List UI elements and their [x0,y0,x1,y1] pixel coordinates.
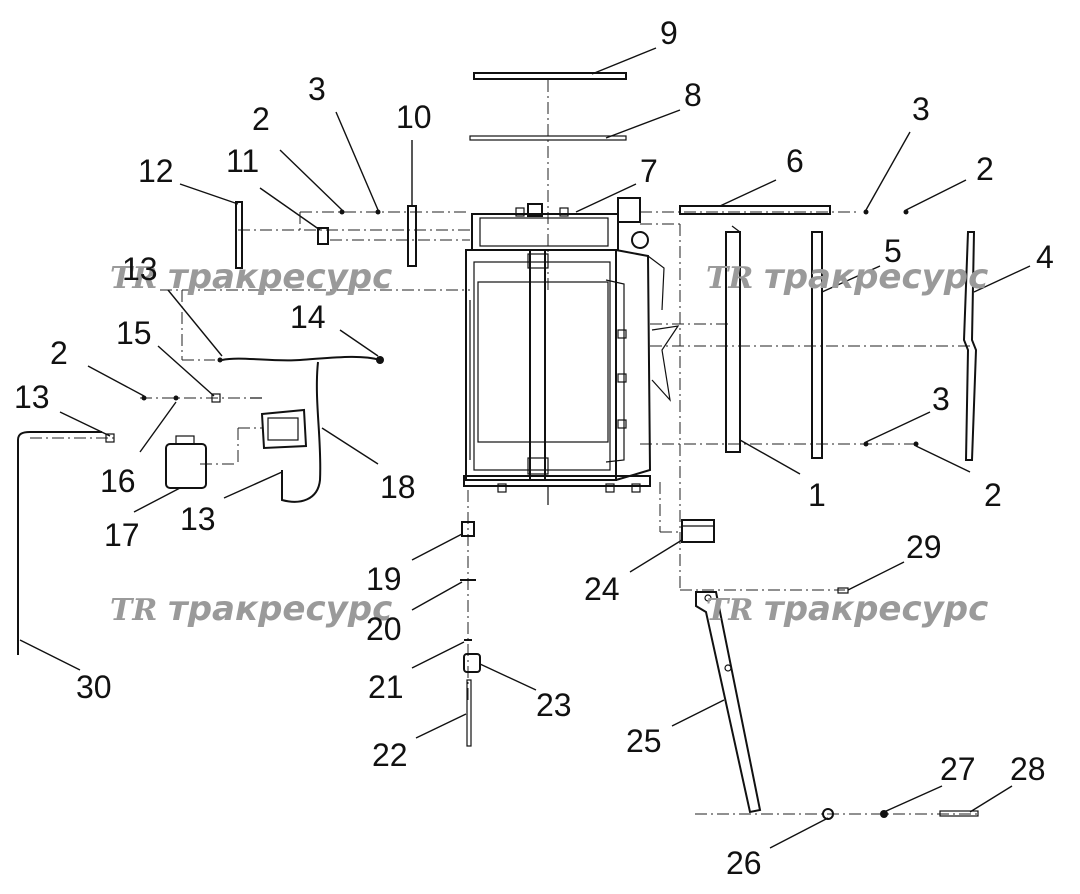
callout-19: 19 [366,561,402,597]
watermark-text: тракресурс [168,589,392,629]
watermark-logo: TR [110,261,157,296]
center-lines [30,80,978,815]
callout-20: 20 [366,611,402,647]
callout-12: 12 [138,153,174,189]
callout-13: 13 [122,251,158,287]
callout-2: 2 [976,151,994,187]
callout-28: 28 [1010,751,1046,787]
part-12-handle [235,201,243,269]
callout-21: 21 [368,669,404,705]
callout-2: 2 [50,335,68,371]
part-29-bolt [837,587,849,594]
watermark-logo: TR [706,593,753,628]
callout-17: 17 [104,517,140,553]
part-6-bracket [679,205,831,215]
callout-15: 15 [116,315,152,351]
radiator-body [463,197,680,505]
callout-7: 7 [640,153,658,189]
watermark-text: тракресурс [764,589,988,629]
callout-27: 27 [940,751,976,787]
part-1-side-plate [725,225,741,453]
part-14-18-hoses [211,355,384,503]
part-24-block [681,519,715,543]
callout-3: 3 [932,381,950,417]
part-17-expansion-tank [165,435,207,489]
tank-bracket [260,408,308,450]
callout-22: 22 [372,737,408,773]
watermark-logo: TR [706,261,753,296]
part-11-block [317,227,329,245]
callout-9: 9 [660,15,678,51]
callout-1: 1 [808,477,826,513]
callout-labels: 9 8 3 2 10 11 12 7 6 3 2 5 4 13 14 15 2 … [14,15,1054,881]
callout-3: 3 [912,91,930,127]
part-8-seal-strip [469,135,627,141]
callout-24: 24 [584,571,620,607]
callout-11: 11 [226,143,259,179]
callout-5: 5 [884,233,902,269]
part-25-support-arm [695,591,762,814]
callout-13: 13 [180,501,216,537]
part-4-rubber-seal [962,231,978,461]
fasteners-26-27-28 [822,808,979,820]
callout-16: 16 [100,463,136,499]
callout-2: 2 [252,101,270,137]
watermark-logo: TR [110,593,157,628]
part-30-rod [17,431,115,655]
part-10-bracket [407,205,417,267]
callout-14: 14 [290,299,326,335]
callout-10: 10 [396,99,432,135]
part-5-side-seal [811,231,823,459]
callout-8: 8 [684,77,702,113]
callout-26: 26 [726,845,762,881]
callout-18: 18 [380,469,416,505]
callout-4: 4 [1036,239,1054,275]
watermark-text: тракресурс [168,257,392,297]
callout-23: 23 [536,687,572,723]
part-9-seal-strip [473,72,627,80]
watermarks: TR тракресурс TR тракресурс TR тракресур… [110,257,988,629]
callout-6: 6 [786,143,804,179]
watermark-text: тракресурс [764,257,988,297]
callout-30: 30 [76,669,112,705]
mount-stack [460,521,481,747]
callout-2: 2 [984,477,1002,513]
callout-25: 25 [626,723,662,759]
leader-lines [19,47,1031,849]
callout-13: 13 [14,379,50,415]
washers-and-nuts [141,209,919,447]
callout-29: 29 [906,529,942,565]
callout-3: 3 [308,71,326,107]
